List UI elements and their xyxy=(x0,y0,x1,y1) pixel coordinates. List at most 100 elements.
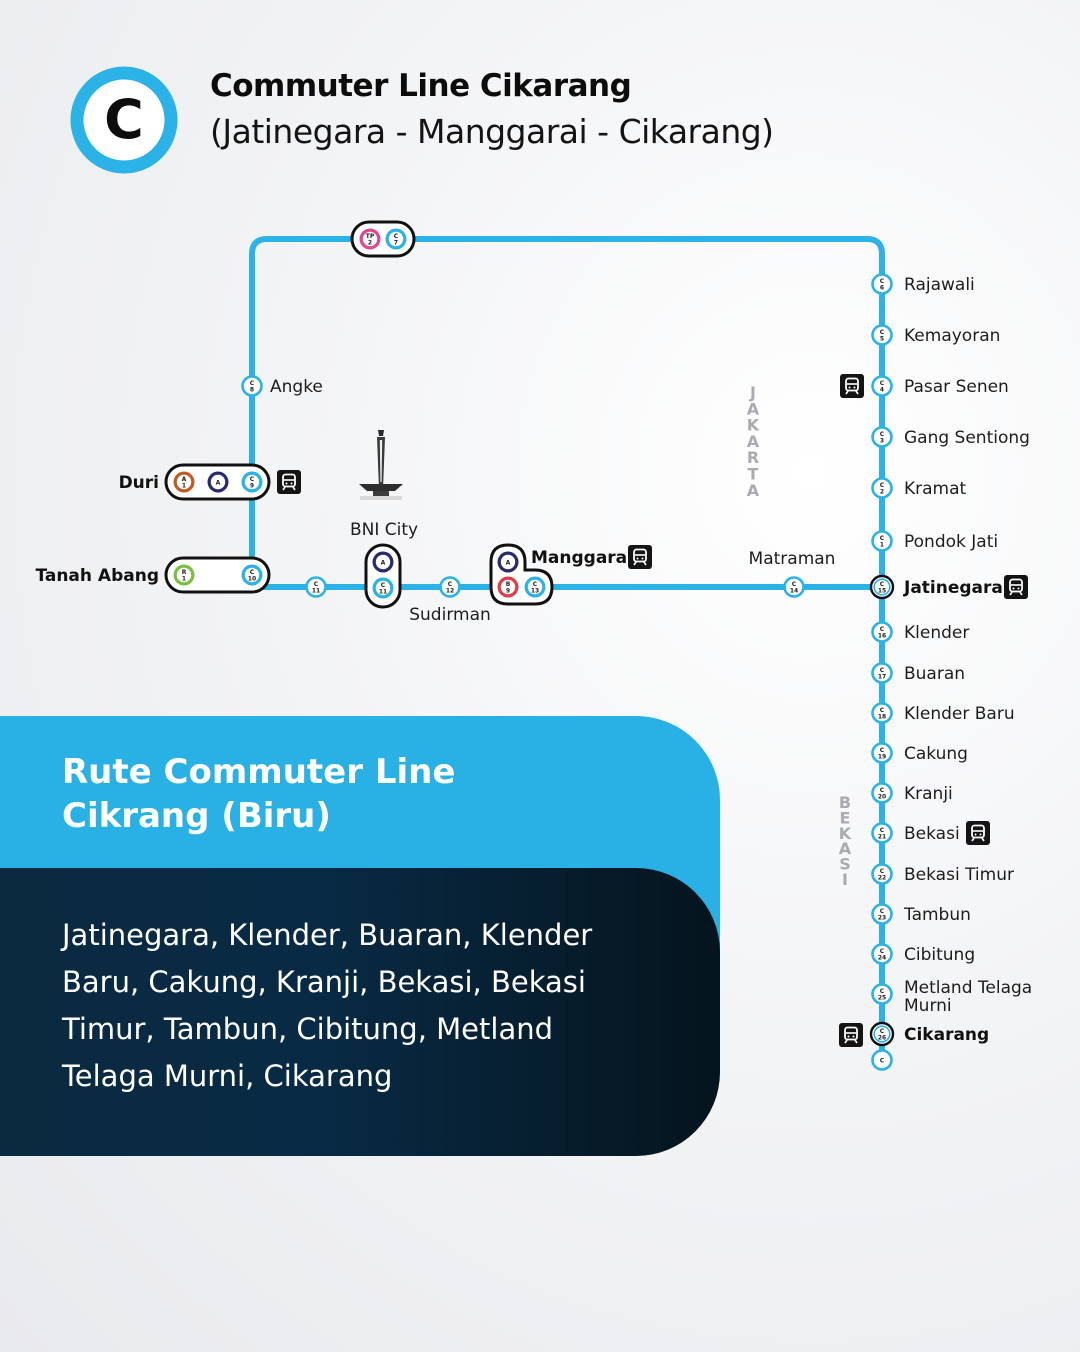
station-name: Cikarang xyxy=(904,1025,989,1045)
station-code-letter: C xyxy=(880,908,885,915)
station-code-letter: C xyxy=(381,582,386,589)
station-marker-inner xyxy=(362,231,378,247)
train-icon xyxy=(966,821,990,845)
station-marker xyxy=(871,273,893,295)
station-code-letter: C xyxy=(880,1028,885,1035)
train-icon-rail xyxy=(981,837,985,842)
station-marker xyxy=(241,375,263,397)
region-letter: A xyxy=(747,399,760,418)
station-marker xyxy=(871,662,893,684)
station-code-letter: C xyxy=(880,868,885,875)
train-icon-rail xyxy=(1019,591,1023,596)
station-code-number: 13 xyxy=(531,588,539,595)
train-icon xyxy=(839,1023,863,1047)
station-marker xyxy=(871,530,893,552)
train-icon-bg xyxy=(1004,575,1028,599)
station-code-number: 4 xyxy=(880,386,884,393)
station-code-letter: C xyxy=(880,988,885,995)
station-code-number: 2 xyxy=(880,488,884,495)
station-code-number: 3 xyxy=(880,437,884,444)
panel-title-line1: Rute Commuter Line xyxy=(62,752,456,792)
station-pasar_senen: C4 Pasar Senen xyxy=(840,374,1009,398)
train-icon-body xyxy=(971,824,985,839)
train-icon-light xyxy=(290,482,293,485)
station-code-number: 26 xyxy=(878,1034,886,1041)
info-panel: Rute Commuter Line Cikrang (Biru) Jatine… xyxy=(0,716,720,1156)
train-icon-rail xyxy=(971,837,975,842)
station-code-number: 7 xyxy=(394,240,398,247)
station-code-letter: C xyxy=(880,787,885,794)
station-name: Rajawali xyxy=(904,275,975,295)
station-code-number: 8 xyxy=(250,386,254,393)
station-name: Manggarai xyxy=(531,548,633,568)
station-name: Bekasi xyxy=(904,824,960,844)
station-code-letter: C xyxy=(880,827,885,834)
station-marker xyxy=(871,375,893,397)
station-code-letter: C xyxy=(880,380,885,387)
station-marker-inner xyxy=(388,231,404,247)
station-name: Buaran xyxy=(904,664,965,684)
station-code-number: 11 xyxy=(379,589,387,596)
station-code-number: 23 xyxy=(878,914,886,921)
station-code-letter: C xyxy=(314,581,319,588)
station-name: Klender Baru xyxy=(904,704,1015,724)
train-icon-bg xyxy=(839,1023,863,1047)
train-icon-light xyxy=(853,386,856,389)
station-code-number: 11 xyxy=(312,587,320,594)
station-marker-inner xyxy=(210,474,226,490)
station-code-letter: C xyxy=(250,380,255,387)
region-letter: S xyxy=(839,855,851,874)
station-name: Cakung xyxy=(904,744,968,764)
train-icon xyxy=(628,545,652,569)
train-icon-light xyxy=(974,833,977,836)
station-marker xyxy=(871,822,893,844)
station-marker xyxy=(871,742,893,764)
station-code-number: 15 xyxy=(878,587,886,594)
route-track xyxy=(249,236,885,1062)
station-marker xyxy=(871,782,893,804)
train-icon-light xyxy=(285,482,288,485)
station-name: Tambun xyxy=(903,905,971,925)
train-icon-body xyxy=(844,1026,858,1041)
station-code-number: 22 xyxy=(878,874,886,881)
train-icon-body xyxy=(1009,578,1023,593)
region-letter: E xyxy=(840,808,851,827)
station-c11: C11 xyxy=(305,576,327,598)
station-code-letter: C xyxy=(880,329,885,336)
station-code-letter: A xyxy=(506,559,511,566)
train-icon-body xyxy=(282,473,296,488)
train-icon xyxy=(277,470,301,494)
station-code-letter: C xyxy=(880,278,885,285)
station-marker xyxy=(871,702,893,724)
train-icon-rail xyxy=(855,390,859,395)
train-icon-rail xyxy=(854,1039,858,1044)
station-marker xyxy=(305,576,327,598)
station-code-letter: C xyxy=(880,535,885,542)
station-marker xyxy=(871,324,893,346)
station-marker xyxy=(871,903,893,925)
region-letter: T xyxy=(748,465,759,484)
station-marker xyxy=(871,477,893,499)
station-code-number: 16 xyxy=(878,632,886,639)
station-name: Matraman xyxy=(749,549,836,569)
station-name: Tanah Abang xyxy=(35,566,159,586)
region-letter: A xyxy=(747,481,760,500)
train-icon-light xyxy=(847,1035,850,1038)
panel-body-line: Jatinegara, Klender, Buaran, Klender xyxy=(62,918,593,952)
station-name: Pasar Senen xyxy=(904,377,1009,397)
region-letter: I xyxy=(842,870,848,889)
station-code-letter: C xyxy=(250,476,255,483)
